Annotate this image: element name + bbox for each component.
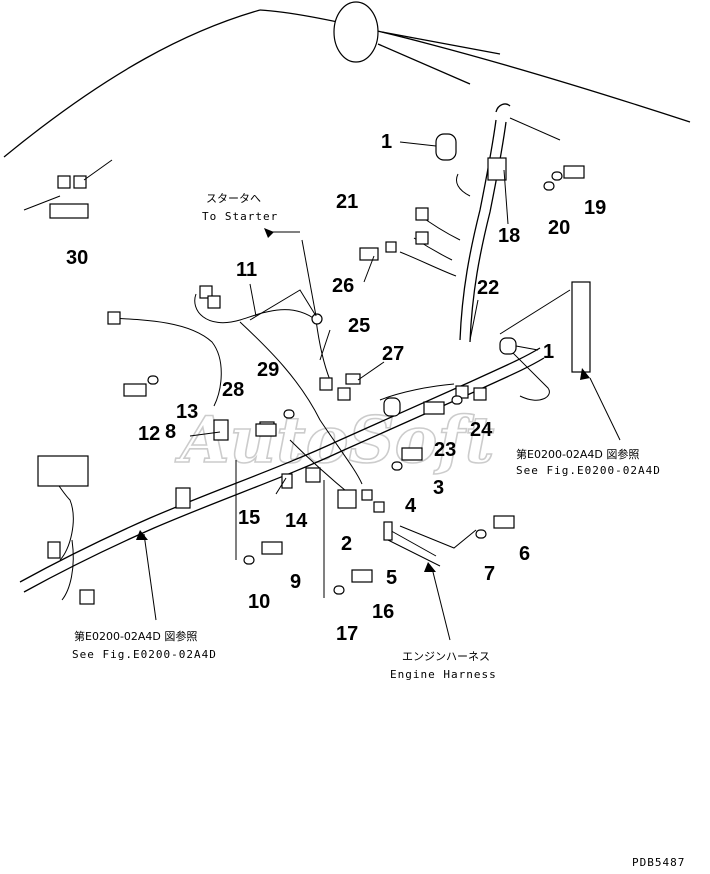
note-starter-en: To Starter [202,210,278,223]
callout-25: 25 [348,315,370,337]
note-ref-left-en: See Fig.E0200-02A4D [72,648,217,661]
page-code: PDB5487 [632,856,685,869]
note-starter-jp: スタータへ [206,192,261,205]
cab-roof-outline [3,1,691,158]
callout-11: 11 [236,259,257,281]
callout-30: 30 [66,247,88,269]
callout-12: 12 [138,423,160,445]
callout-8: 8 [165,421,176,443]
callout-23: 23 [434,439,456,461]
callout-9: 9 [290,571,301,593]
arrowheads [136,228,590,572]
note-engine-en: Engine Harness [390,668,497,681]
callout-24: 24 [470,419,493,441]
callout-22: 22 [477,277,499,299]
callout-19: 19 [584,197,606,219]
callout-7: 7 [484,563,495,585]
callout-1-right: 1 [543,341,554,363]
callout-29: 29 [257,359,279,381]
callout-2: 2 [341,533,352,555]
note-ref-right-en: See Fig.E0200-02A4D [516,464,661,477]
callout-21: 21 [336,191,358,213]
connectors [23,133,591,605]
callout-14: 14 [285,510,308,532]
callout-26: 26 [332,275,354,297]
callout-6: 6 [519,543,530,565]
note-ref-left-jp: 第E0200-02A4D 図参照 [74,629,197,643]
callout-18: 18 [498,225,520,247]
callout-3: 3 [433,477,444,499]
callout-13: 13 [176,401,198,423]
callout-28: 28 [222,379,244,401]
leader-lines [143,141,621,641]
callout-1-top: 1 [381,131,392,153]
callout-20: 20 [548,217,570,239]
callout-5: 5 [386,567,397,589]
callout-15: 15 [238,507,260,529]
callout-16: 16 [372,601,394,623]
callout-4: 4 [405,495,417,517]
callout-17: 17 [336,623,358,645]
note-engine-jp: エンジンハーネス [402,650,490,663]
callout-10: 10 [248,591,270,613]
note-ref-right-jp: 第E0200-02A4D 図参照 [516,447,639,461]
callout-27: 27 [382,343,404,365]
